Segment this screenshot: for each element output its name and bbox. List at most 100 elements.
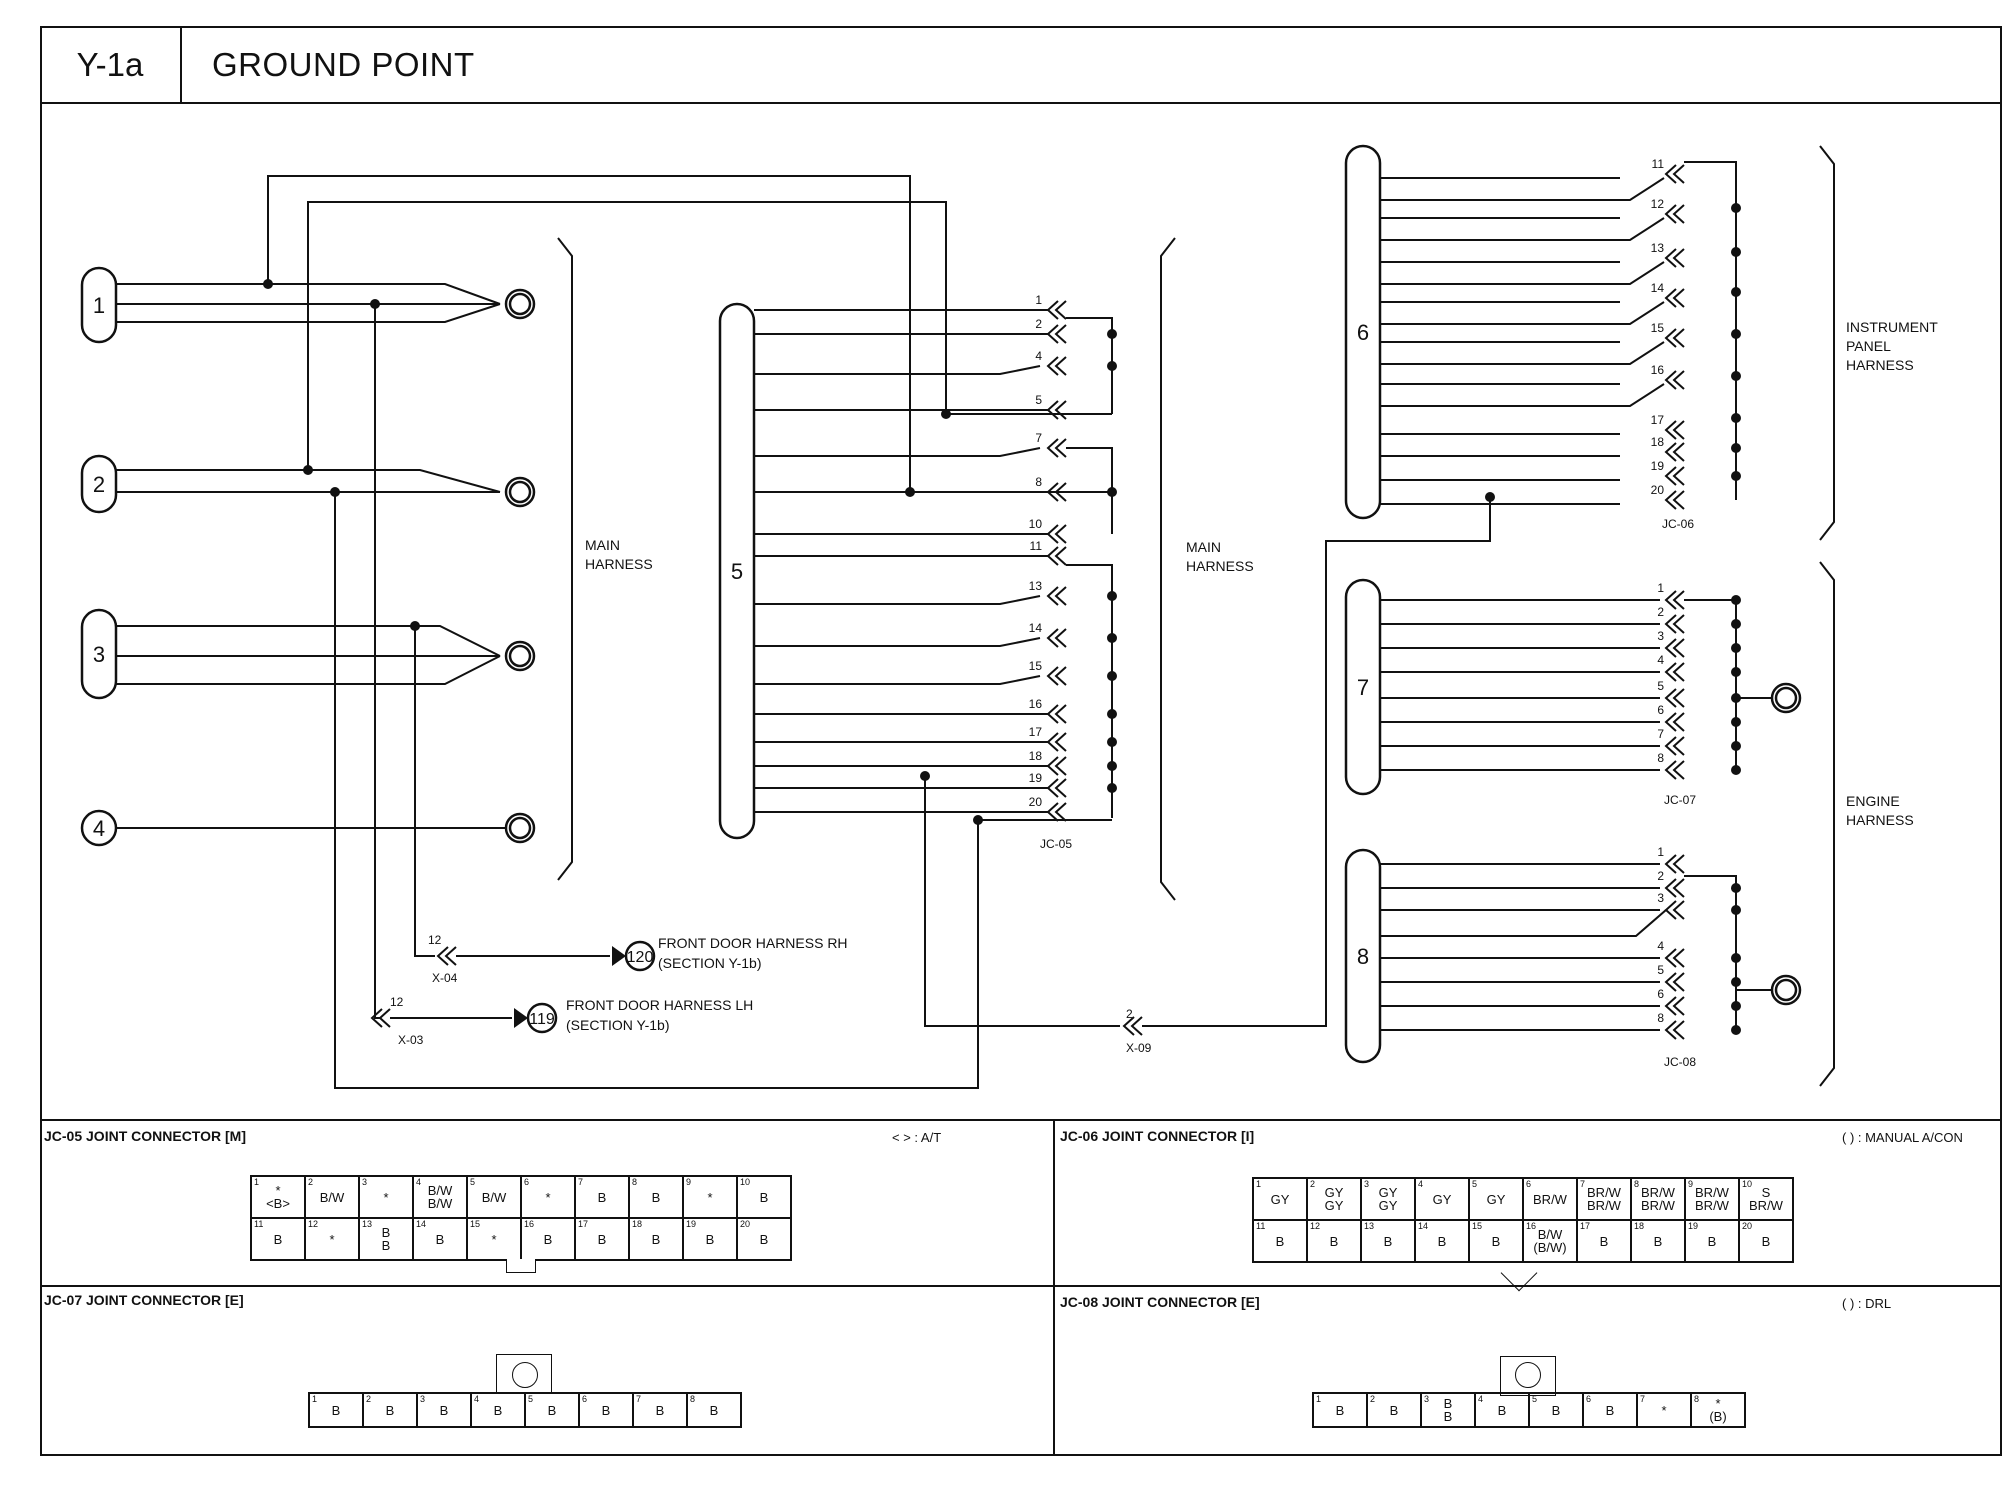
pin-number: 11 (254, 1219, 264, 1229)
jc08-pin-label: 5 (1657, 963, 1664, 977)
pin-color: * (B) (1709, 1396, 1727, 1424)
ref-120-line1: FRONT DOOR HARNESS RH (658, 935, 848, 951)
pin-color: B (759, 1231, 769, 1247)
jc08-pin-label: 3 (1657, 891, 1664, 905)
jc05-pin-label: 8 (1035, 475, 1042, 489)
pin-number: 8 (632, 1177, 638, 1187)
jc05-name: JC-05 (1040, 837, 1072, 851)
wire (1380, 177, 1665, 201)
x03-name: X-03 (398, 1033, 424, 1047)
pin-color: B (1275, 1233, 1285, 1249)
junction-dot (973, 815, 983, 825)
pin-color: B (597, 1189, 607, 1205)
wire (116, 303, 501, 323)
junction-dot (1731, 595, 1741, 605)
connector-chevron-icon (1046, 400, 1067, 420)
pin-color: B (1653, 1233, 1663, 1249)
pin-color: B (1389, 1402, 1399, 1418)
pin-color: GY GY (1378, 1185, 1398, 1213)
junction-dot (1107, 591, 1117, 601)
junction-dot (1107, 783, 1117, 793)
pin-color: BR/W BR/W (1641, 1185, 1675, 1213)
wire (116, 655, 501, 685)
jc05-pin-label: 16 (1029, 697, 1043, 711)
jc05-pin-label: 11 (1030, 539, 1043, 553)
ground-point-4-label: 4 (93, 816, 105, 841)
connector-chevron-icon (1122, 1016, 1143, 1036)
ref-119-line1: FRONT DOOR HARNESS LH (566, 997, 753, 1013)
pin-number: 20 (740, 1219, 751, 1229)
pin-color: B/W B/W (427, 1183, 453, 1211)
pin-number: 1 (1256, 1179, 1262, 1189)
pin-number: 10 (1742, 1179, 1753, 1189)
wire (1684, 599, 1737, 770)
pin-number: 17 (1580, 1221, 1591, 1231)
connector-chevron-icon (370, 1008, 391, 1028)
pin-number: 12 (1310, 1221, 1321, 1231)
pin-number: 10 (740, 1177, 751, 1187)
wire (116, 625, 501, 657)
connector-chevron-icon (1664, 328, 1685, 348)
jc07-pin-label: 7 (1657, 727, 1664, 741)
connector-chevron-icon (1046, 586, 1067, 606)
engine-harness-label: ENGINE (1846, 793, 1900, 809)
connector-chevron-icon (1046, 546, 1067, 566)
ground-point-2 (80, 454, 118, 514)
junction-dot (1731, 329, 1741, 339)
ground-point-1-label: 1 (93, 293, 105, 318)
junction-dot (410, 621, 420, 631)
connector-chevron-icon (1664, 466, 1685, 486)
jc06-pin-label: 13 (1651, 241, 1665, 255)
pin-number: 18 (632, 1219, 643, 1229)
pin-number: 4 (416, 1177, 422, 1187)
pin-color: B (1437, 1233, 1447, 1249)
junction-dot (303, 465, 313, 475)
harness-bracket (557, 237, 573, 881)
junction-dot (1731, 413, 1741, 423)
pin-number: 17 (578, 1219, 589, 1229)
jc07-pin-label: 2 (1657, 605, 1664, 619)
pin-number: 5 (1532, 1394, 1538, 1404)
pin-number: 20 (1742, 1221, 1753, 1231)
jc08-note: ( ) : DRL (1842, 1296, 1892, 1311)
main-harness-left-label: MAIN (585, 537, 620, 553)
page-title: GROUND POINT (212, 46, 475, 83)
jc05-caption: JC-05 JOINT CONNECTOR [M] (44, 1128, 246, 1144)
pin-color: S BR/W (1749, 1185, 1783, 1213)
pin-color: B (1707, 1233, 1717, 1249)
junction-dot (1731, 953, 1741, 963)
jc06-pin-label: 16 (1651, 363, 1665, 377)
jc05-pin-label: 5 (1035, 393, 1042, 407)
pin-number: 2 (366, 1394, 372, 1404)
engine-harness-label: HARNESS (1846, 812, 1914, 828)
pin-color: B (439, 1402, 449, 1418)
pin-color: B (655, 1402, 665, 1418)
junction-dot (1107, 633, 1117, 643)
junction-dot (370, 299, 380, 309)
wire (374, 304, 380, 1019)
jc05-pin-label: 7 (1035, 431, 1042, 445)
jc05-pin-label: 4 (1035, 349, 1042, 363)
jc06-pin-label: 19 (1651, 459, 1665, 473)
wire (1684, 161, 1737, 500)
junction-dot (1485, 492, 1495, 502)
jc05-pin-label: 17 (1029, 725, 1043, 739)
pin-color: B (1497, 1402, 1507, 1418)
jc07-pin-label: 4 (1657, 653, 1664, 667)
